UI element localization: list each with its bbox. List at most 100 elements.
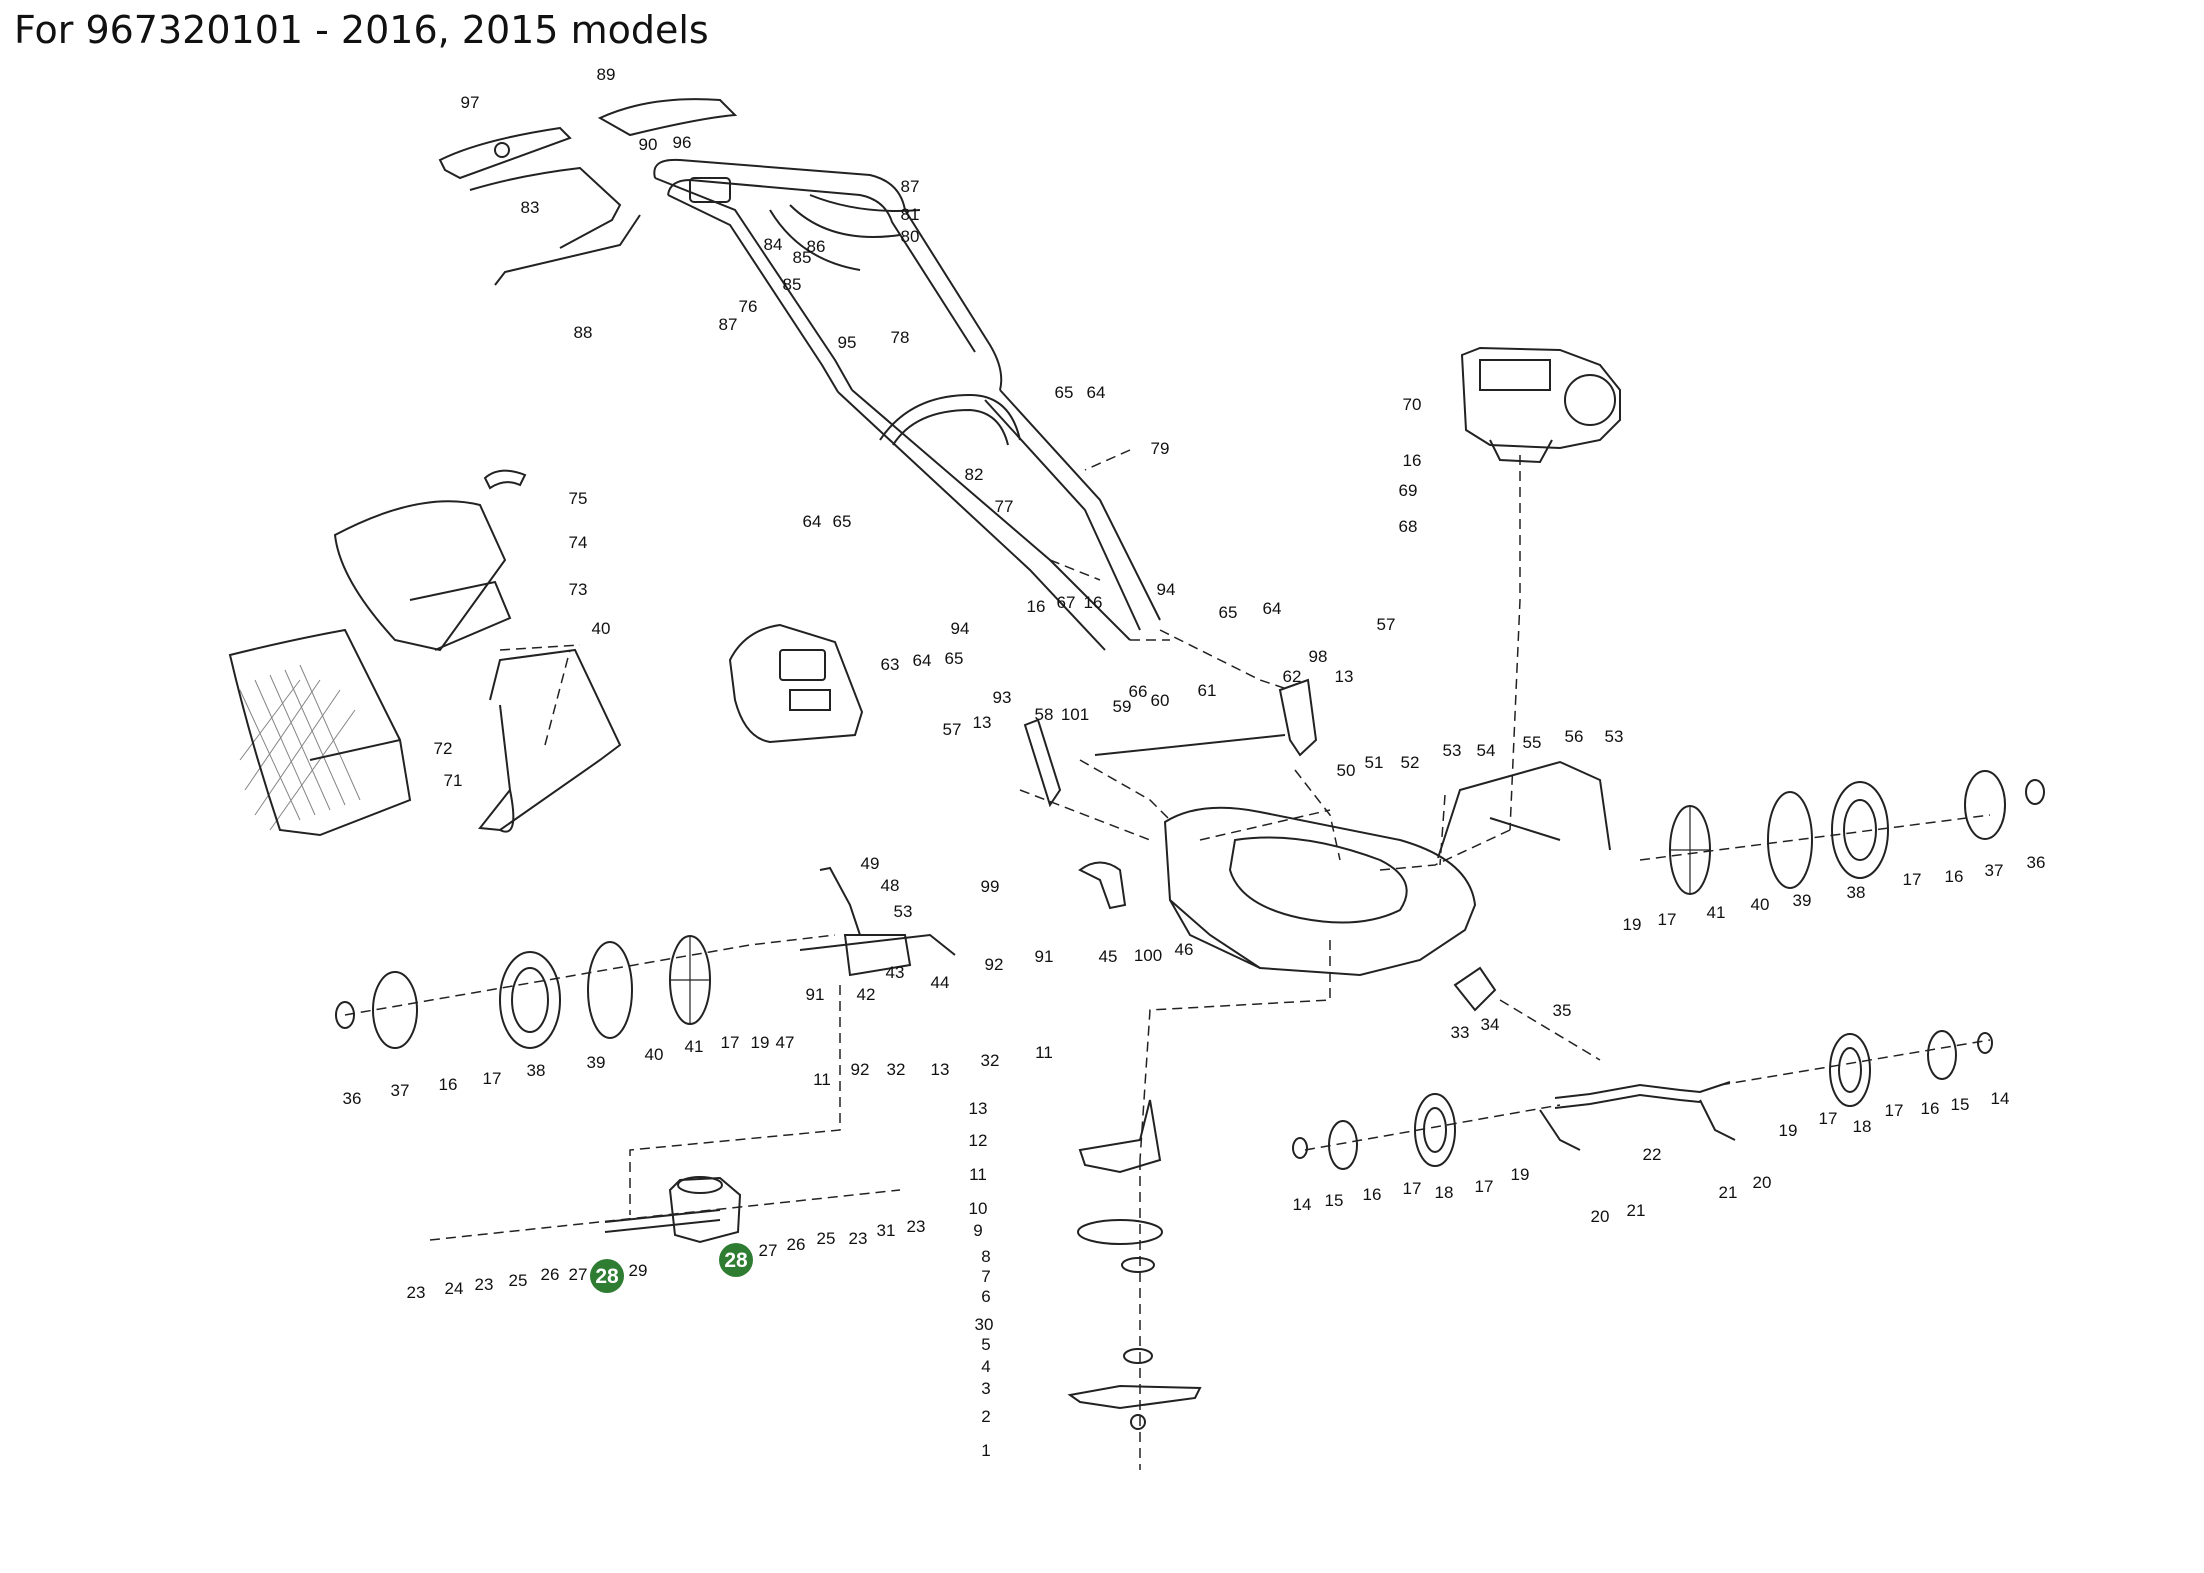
part-label-88: 88 (574, 323, 593, 342)
part-label-11: 11 (1035, 1043, 1053, 1062)
part-label-72: 72 (434, 739, 453, 758)
part-label-83: 83 (521, 198, 540, 217)
part-label-98: 98 (1309, 647, 1328, 666)
part-label-68: 68 (1399, 517, 1418, 536)
part-label-30: 30 (975, 1315, 994, 1334)
part-label-41: 41 (685, 1037, 704, 1056)
part-label-76: 76 (739, 297, 758, 316)
highlight-marker-28[interactable]: 28 (590, 1259, 624, 1293)
part-label-53: 53 (894, 902, 913, 921)
part-label-38: 38 (527, 1061, 546, 1080)
part-label-59: 59 (1113, 697, 1132, 716)
part-label-17: 17 (1885, 1101, 1904, 1120)
part-label-17: 17 (1819, 1109, 1838, 1128)
part-label-9: 9 (973, 1221, 982, 1240)
part-label-31: 31 (877, 1221, 896, 1240)
part-label-91: 91 (1035, 947, 1054, 966)
part-label-20: 20 (1753, 1173, 1772, 1192)
part-label-13: 13 (969, 1099, 988, 1118)
part-label-23: 23 (907, 1217, 926, 1236)
part-label-19: 19 (751, 1033, 770, 1052)
part-label-29: 29 (629, 1261, 648, 1280)
part-label-41: 41 (1707, 903, 1726, 922)
highlight-circle (719, 1243, 753, 1277)
part-label-46: 46 (1175, 940, 1194, 959)
part-label-13: 13 (973, 713, 992, 732)
part-label-17: 17 (1903, 870, 1922, 889)
part-label-51: 51 (1365, 753, 1384, 772)
part-label-80: 80 (901, 227, 920, 246)
part-label-40: 40 (1751, 895, 1770, 914)
part-label-85: 85 (783, 275, 802, 294)
part-label-19: 19 (1779, 1121, 1798, 1140)
part-label-44: 44 (931, 973, 950, 992)
part-label-89: 89 (597, 65, 616, 84)
part-label-94: 94 (1157, 580, 1176, 599)
part-label-43: 43 (886, 963, 905, 982)
part-label-57: 57 (943, 720, 962, 739)
part-label-17: 17 (721, 1033, 740, 1052)
part-label-27: 27 (759, 1241, 778, 1260)
part-label-15: 15 (1325, 1191, 1344, 1210)
highlight-circle (590, 1259, 624, 1293)
part-label-57: 57 (1377, 615, 1396, 634)
part-label-7: 7 (981, 1267, 990, 1286)
part-label-52: 52 (1401, 753, 1420, 772)
part-label-36: 36 (2027, 853, 2046, 872)
part-label-20: 20 (1591, 1207, 1610, 1226)
part-label-63: 63 (881, 655, 900, 674)
part-label-53: 53 (1443, 741, 1462, 760)
part-label-16: 16 (1027, 597, 1046, 616)
part-label-17: 17 (483, 1069, 502, 1088)
part-label-74: 74 (569, 533, 588, 552)
part-label-37: 37 (1985, 861, 2004, 880)
part-label-45: 45 (1099, 947, 1118, 966)
battery-cover (728, 623, 864, 744)
part-label-38: 38 (1847, 883, 1866, 902)
part-label-17: 17 (1403, 1179, 1422, 1198)
part-label-26: 26 (541, 1265, 560, 1284)
part-label-101: 101 (1061, 705, 1089, 724)
part-label-65: 65 (1219, 603, 1238, 622)
part-label-65: 65 (833, 512, 852, 531)
part-label-21: 21 (1627, 1201, 1646, 1220)
part-label-92: 92 (985, 955, 1004, 974)
grass-catcher (228, 469, 622, 837)
part-label-11: 11 (813, 1070, 831, 1089)
part-label-58: 58 (1035, 705, 1054, 724)
part-label-16: 16 (1921, 1099, 1940, 1118)
part-label-75: 75 (569, 489, 588, 508)
part-label-16: 16 (1363, 1185, 1382, 1204)
part-label-90: 90 (639, 135, 658, 154)
part-label-37: 37 (391, 1081, 410, 1100)
rear-right-wheel-set (1669, 770, 2045, 895)
part-label-16: 16 (439, 1075, 458, 1094)
part-label-50: 50 (1337, 761, 1356, 780)
part-label-64: 64 (913, 651, 932, 670)
highlight-marker-28[interactable]: 28 (719, 1243, 753, 1277)
part-label-23: 23 (475, 1275, 494, 1294)
part-label-42: 42 (857, 985, 876, 1004)
part-label-32: 32 (887, 1060, 906, 1079)
part-label-23: 23 (849, 1229, 868, 1248)
part-label-54: 54 (1477, 741, 1496, 760)
part-label-18: 18 (1435, 1183, 1454, 1202)
part-label-70: 70 (1403, 395, 1422, 414)
part-label-93: 93 (993, 688, 1012, 707)
part-label-10: 10 (969, 1199, 988, 1218)
part-label-32: 32 (981, 1051, 1000, 1070)
part-label-34: 34 (1481, 1015, 1500, 1034)
part-label-81: 81 (901, 205, 920, 224)
part-label-56: 56 (1565, 727, 1584, 746)
part-label-77: 77 (995, 497, 1014, 516)
part-label-19: 19 (1511, 1165, 1530, 1184)
part-label-73: 73 (569, 580, 588, 599)
part-label-82: 82 (965, 465, 984, 484)
part-label-87: 87 (901, 177, 920, 196)
part-label-16: 16 (1403, 451, 1422, 470)
highlight-label: 28 (724, 1249, 748, 1272)
part-label-14: 14 (1991, 1089, 2010, 1108)
part-label-94: 94 (951, 619, 970, 638)
